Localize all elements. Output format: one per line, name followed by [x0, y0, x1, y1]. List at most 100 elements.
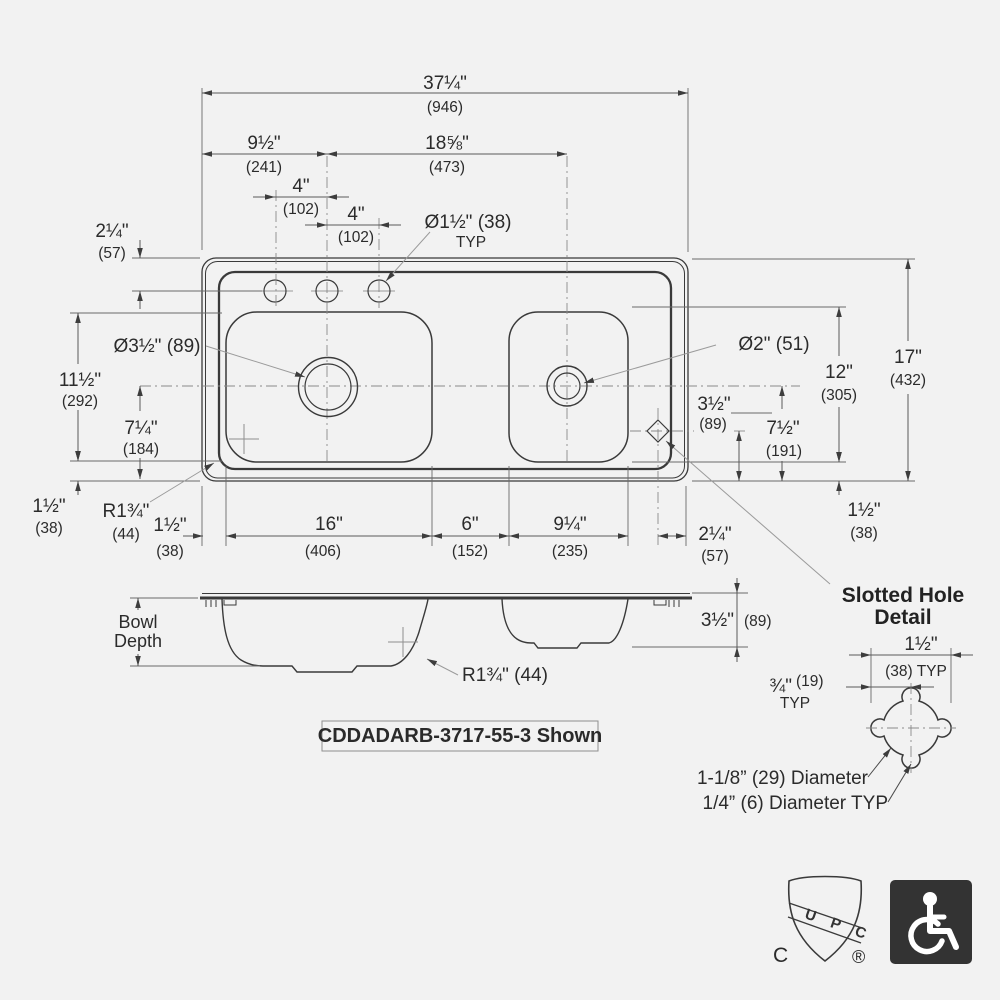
ada-figure-head: [923, 892, 937, 906]
upc-registered-mark: ®: [852, 947, 865, 967]
dim-bowl-front-back-mm: (292): [62, 393, 98, 410]
right-drain-inner: [553, 372, 581, 400]
detail-title-line1: Slotted Hole: [842, 584, 965, 607]
dim-right-bowl-depth-mm: (89): [744, 613, 772, 630]
dim-slot-to-right-edge-in: 2¼": [698, 524, 731, 545]
top-view: 37¼" (946) 9½" (241) 18⅝" (473) 4" (102)…: [32, 73, 926, 585]
dim-right-bowl-depth-in: 3½": [701, 610, 734, 631]
dim-left-bowl-width-in: 16": [315, 514, 343, 535]
label-faucet-hole-dia: Ø1½" (38): [424, 212, 511, 233]
ada-wheel: [908, 916, 945, 955]
upc-band-top: [788, 902, 863, 929]
dim-center-hole-to-drain-mm: (473): [429, 159, 465, 176]
dim-overall-depth-in: 17": [894, 347, 922, 368]
dim-slot-half-in: ¾": [769, 676, 792, 697]
upc-band-bottom: [787, 916, 862, 944]
extension-lines: [70, 88, 915, 546]
faucet-dia-leader: [385, 231, 431, 282]
model-label-box: CDDADARB-3717-55-3 Shown: [318, 720, 603, 752]
dim-right-bowl-width-mm: (235): [552, 543, 588, 560]
mounting-clips-right: [653, 600, 680, 607]
left-bowl-cross-mark: [229, 424, 259, 454]
dim-left-to-center-hole-mm: (241): [246, 159, 282, 176]
right-drain-outer: [546, 365, 588, 407]
dim-between-bowls-mm: (152): [452, 543, 488, 560]
ada-wheelchair-icon: [890, 880, 972, 964]
dim-slot-half-mm: (19): [796, 673, 824, 690]
slotted-hole-detail: Slotted Hole Detail 1½" (38) TYP ¾" (19)…: [697, 584, 973, 814]
dim-right-bowl-front-back-in: 12": [825, 362, 853, 383]
mounting-clips-left: [205, 600, 237, 607]
dim-slot-to-right-edge-mm: (57): [701, 548, 729, 565]
dim-left-bowl-width-mm: (406): [305, 543, 341, 560]
dim-left-drain-to-front-mm: (184): [123, 441, 159, 458]
detail-title-line2: Detail: [874, 606, 931, 629]
corner-radius-leader: [149, 462, 215, 503]
dim-right-bowl-to-rim-in: 1½": [847, 500, 880, 521]
side-cross-mark: [388, 627, 418, 657]
dim-right-drain-to-front-in: 7½": [766, 418, 799, 439]
dim-right-bowl-width-in: 9¼": [553, 514, 586, 535]
right-drain-leader: [583, 344, 717, 384]
large-dia-leader: [867, 747, 892, 778]
sink-outer-rim: [201, 257, 689, 482]
faucet-hole-1: [263, 279, 287, 303]
small-dia-leader: [887, 763, 912, 803]
left-bowl-profile: [221, 598, 429, 673]
side-view: Bowl Depth 3½" (89) R1¾" (44): [114, 578, 772, 686]
dim-back-to-hole-mm: (57): [98, 245, 126, 262]
left-drain-inner: [304, 363, 352, 411]
dim-left-drain-to-front-in: 7¼": [124, 418, 157, 439]
left-bowl: [225, 311, 433, 463]
model-box-border: [321, 720, 599, 752]
label-slot-large-dia: 1-1/8” (29) Diameter: [697, 768, 869, 789]
sink-inner-rim: [217, 270, 673, 471]
dim-overall-depth-mm: (432): [890, 372, 926, 389]
slot-detail-leader: [665, 440, 831, 585]
dim-hole-spacing-left-in: 4": [292, 176, 309, 197]
dim-hole-spacing-right-in: 4": [347, 204, 364, 225]
upc-c-mark: C: [773, 944, 788, 967]
dim-bowl-front-back-in: 11½": [59, 370, 101, 391]
dim-slot-half-typ: TYP: [780, 695, 810, 712]
dim-rim-to-left-bowl-in: 1½": [153, 515, 186, 536]
dim-overall-width-mm: (946): [427, 99, 463, 116]
dim-center-hole-to-drain-in: 18⅝": [425, 133, 469, 154]
sink-outer-rim-inner-line: [205, 261, 685, 479]
dim-corner-radius-mm: (44): [112, 526, 140, 543]
dim-between-bowls-in: 6": [461, 514, 478, 535]
dim-hole-spacing-right-mm: (102): [338, 229, 374, 246]
label-right-drain-dia: Ø2" (51): [738, 334, 809, 355]
dim-slot-to-front-mm: (89): [699, 416, 727, 433]
dim-left-bowl-to-rim-mm: (38): [35, 520, 63, 537]
dim-rim-to-left-bowl-mm: (38): [156, 543, 184, 560]
right-bowl: [508, 311, 629, 463]
dim-right-bowl-to-rim-mm: (38): [850, 525, 878, 542]
dim-right-bowl-front-back-mm: (305): [821, 387, 857, 404]
upc-shield-outline: [787, 875, 863, 963]
dim-right-drain-to-front-mm: (191): [766, 443, 802, 460]
bowl-depth-label-1: Bowl: [118, 612, 157, 632]
label-faucet-hole-typ: TYP: [456, 234, 486, 251]
dim-hole-spacing-left-mm: (102): [283, 201, 319, 218]
dim-corner-radius-in: R1¾": [103, 501, 150, 522]
faucet-hole-2: [315, 279, 339, 303]
dim-back-to-hole-in: 2¼": [95, 221, 128, 242]
left-drain-outer: [297, 356, 359, 418]
label-slot-small-dia: 1/4” (6) Diameter TYP: [703, 793, 888, 814]
model-number-label: CDDADARB-3717-55-3 Shown: [318, 725, 603, 747]
dim-slot-width-in: 1½": [904, 634, 937, 655]
dim-left-bowl-to-rim-in: 1½": [32, 496, 65, 517]
right-bowl-profile: [501, 598, 629, 649]
dim-overall-width-in: 37¼": [423, 73, 467, 94]
label-side-bowl-radius: R1¾" (44): [462, 665, 548, 686]
bowl-depth-label-2: Depth: [114, 631, 162, 651]
left-drain-leader: [205, 345, 306, 378]
dimension-lines: [75, 90, 911, 539]
dim-slot-to-front-in: 3½": [697, 394, 730, 415]
slotted-hole-diamond: [646, 419, 670, 443]
side-radius-leader: [426, 658, 459, 676]
